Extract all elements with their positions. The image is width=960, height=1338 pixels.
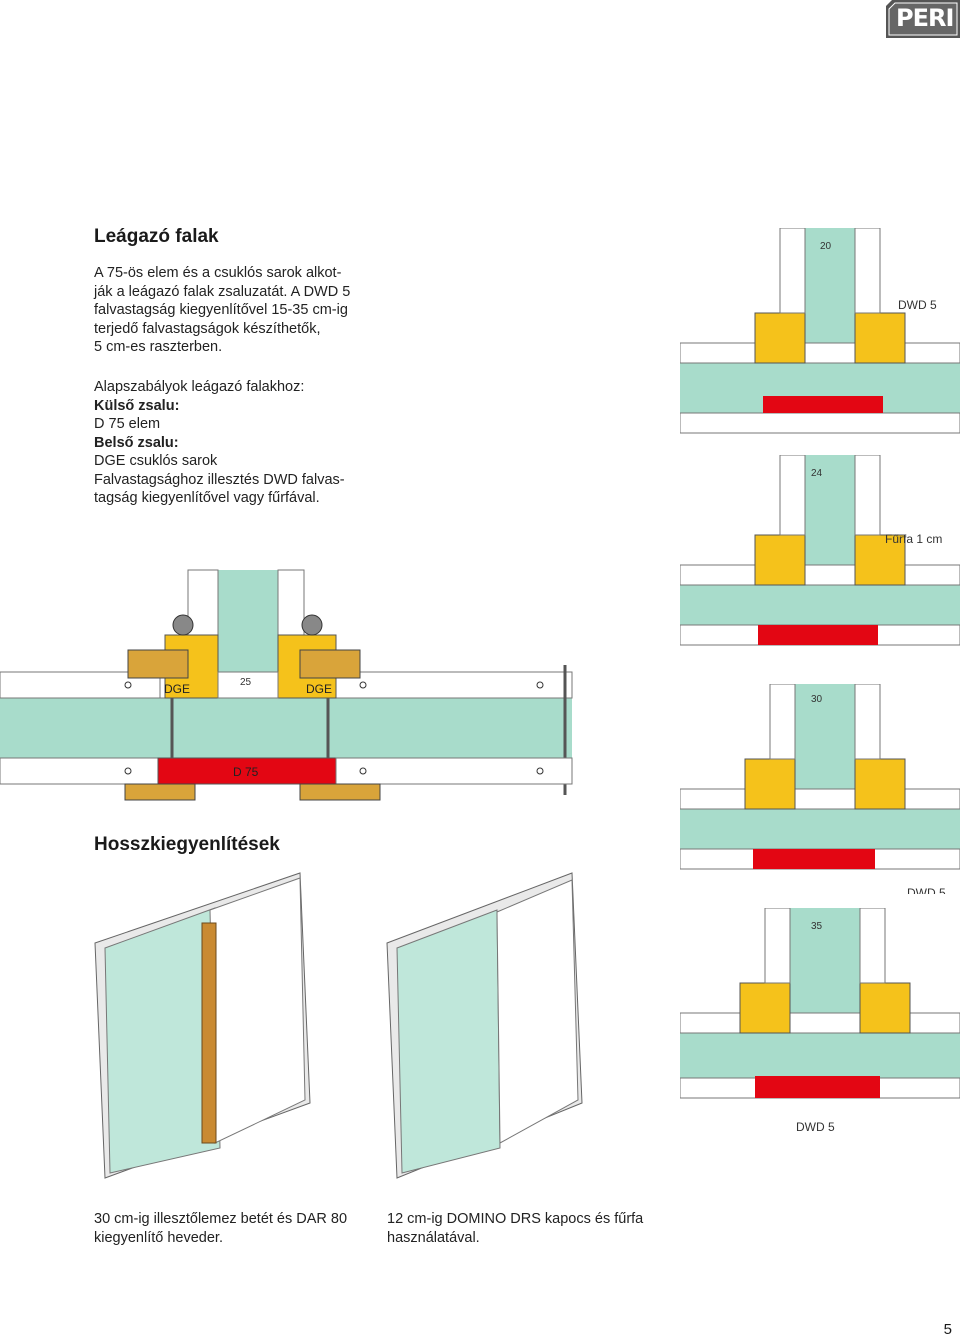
side-diagram-20: 20 DWD 5 bbox=[680, 228, 960, 434]
intro-line: terjedő falvastagságok készíthetők, bbox=[94, 320, 321, 337]
branch-wall bbox=[805, 228, 855, 363]
dge-right-label: DGE bbox=[306, 682, 332, 696]
caption-line: 30 cm-ig illesztőlemez betét és DAR 80 bbox=[94, 1211, 348, 1227]
logo-text: PERI bbox=[896, 4, 954, 32]
outer-formwork-value: D 75 elem bbox=[94, 416, 161, 432]
note-label: Fűrfa 1 cm bbox=[885, 532, 942, 546]
side-diagram-24: 24 Fűrfa 1 cm bbox=[680, 455, 960, 646]
main-t-junction-diagram: DGE DGE 25 D 75 bbox=[0, 569, 573, 801]
side-diagram-30: 30 DWD 5 bbox=[680, 684, 960, 894]
panel-illustration-left bbox=[94, 872, 311, 1179]
note-label: DWD 5 bbox=[898, 298, 937, 312]
width-label: 20 bbox=[820, 241, 832, 252]
inner-note-line: Falvastagsághoz illesztés DWD falvas- bbox=[94, 471, 345, 488]
inner-note-line: tagság kiegyenlítővel vagy fűrfával. bbox=[94, 490, 320, 506]
outer-panel-bottom-right bbox=[335, 757, 573, 785]
section-title-length-adjustments: Hosszkiegyenlítések bbox=[94, 834, 280, 855]
d75-panel bbox=[157, 757, 337, 785]
intro-line: 5 cm-es raszterben. bbox=[94, 339, 223, 355]
page-number: 5 bbox=[943, 1321, 952, 1338]
width-label: 35 bbox=[811, 921, 823, 932]
inner-formwork-label: Belső zsalu: bbox=[94, 434, 179, 451]
dge-left-label: DGE bbox=[164, 682, 190, 696]
branch-panel-left bbox=[187, 569, 219, 643]
inner-formwork-value: DGE csuklós sarok bbox=[94, 453, 218, 469]
main-wall bbox=[0, 698, 572, 758]
width-label: 30 bbox=[811, 694, 823, 705]
caption-line: 12 cm-ig DOMINO DRS kapocs és fűrfa bbox=[387, 1211, 644, 1227]
caption-line: használatával. bbox=[387, 1229, 480, 1246]
d75-label: D 75 bbox=[233, 765, 259, 779]
caption-right: 12 cm-ig DOMINO DRS kapocs és fűrfa hasz… bbox=[387, 1210, 677, 1247]
intro-paragraph: A 75-ös elem és a csuklós sarok alkot- j… bbox=[94, 264, 384, 357]
width-label: 24 bbox=[811, 468, 823, 479]
outer-formwork-label: Külső zsalu: bbox=[94, 397, 180, 414]
intro-line: A 75-ös elem és a csuklós sarok alkot- bbox=[94, 265, 342, 281]
panel-illustration-right bbox=[386, 872, 583, 1179]
peri-logo: PERI bbox=[886, 0, 960, 38]
clamp-hardware-right bbox=[299, 649, 361, 679]
side-diagram-35: 35 DWD 5 bbox=[680, 908, 960, 1134]
outer-panel-top-right bbox=[335, 671, 573, 699]
outer-panel-bottom-left bbox=[0, 757, 161, 785]
caption-line: kiegyenlítő heveder. bbox=[94, 1229, 223, 1246]
intro-line: falvastagság kiegyenlítővel 15-35 cm-ig bbox=[94, 302, 348, 318]
width-label: 25 bbox=[240, 677, 252, 688]
rules-heading: Alapszabályok leágazó falakhoz: bbox=[94, 379, 305, 395]
caption-left: 30 cm-ig illesztőlemez betét és DAR 80 k… bbox=[94, 1210, 384, 1247]
branch-panel-right bbox=[277, 569, 305, 643]
section-title-branching-walls: Leágazó falak bbox=[94, 226, 219, 247]
clamp-hardware-left bbox=[127, 649, 189, 679]
note-label-top: DWD 5 bbox=[907, 886, 946, 894]
note-label-bottom: DWD 5 bbox=[796, 1120, 835, 1134]
rules-paragraph: Alapszabályok leágazó falakhoz: Külső zs… bbox=[94, 378, 384, 508]
intro-line: ják a leágazó falak zsaluzatát. A DWD 5 bbox=[94, 283, 351, 300]
